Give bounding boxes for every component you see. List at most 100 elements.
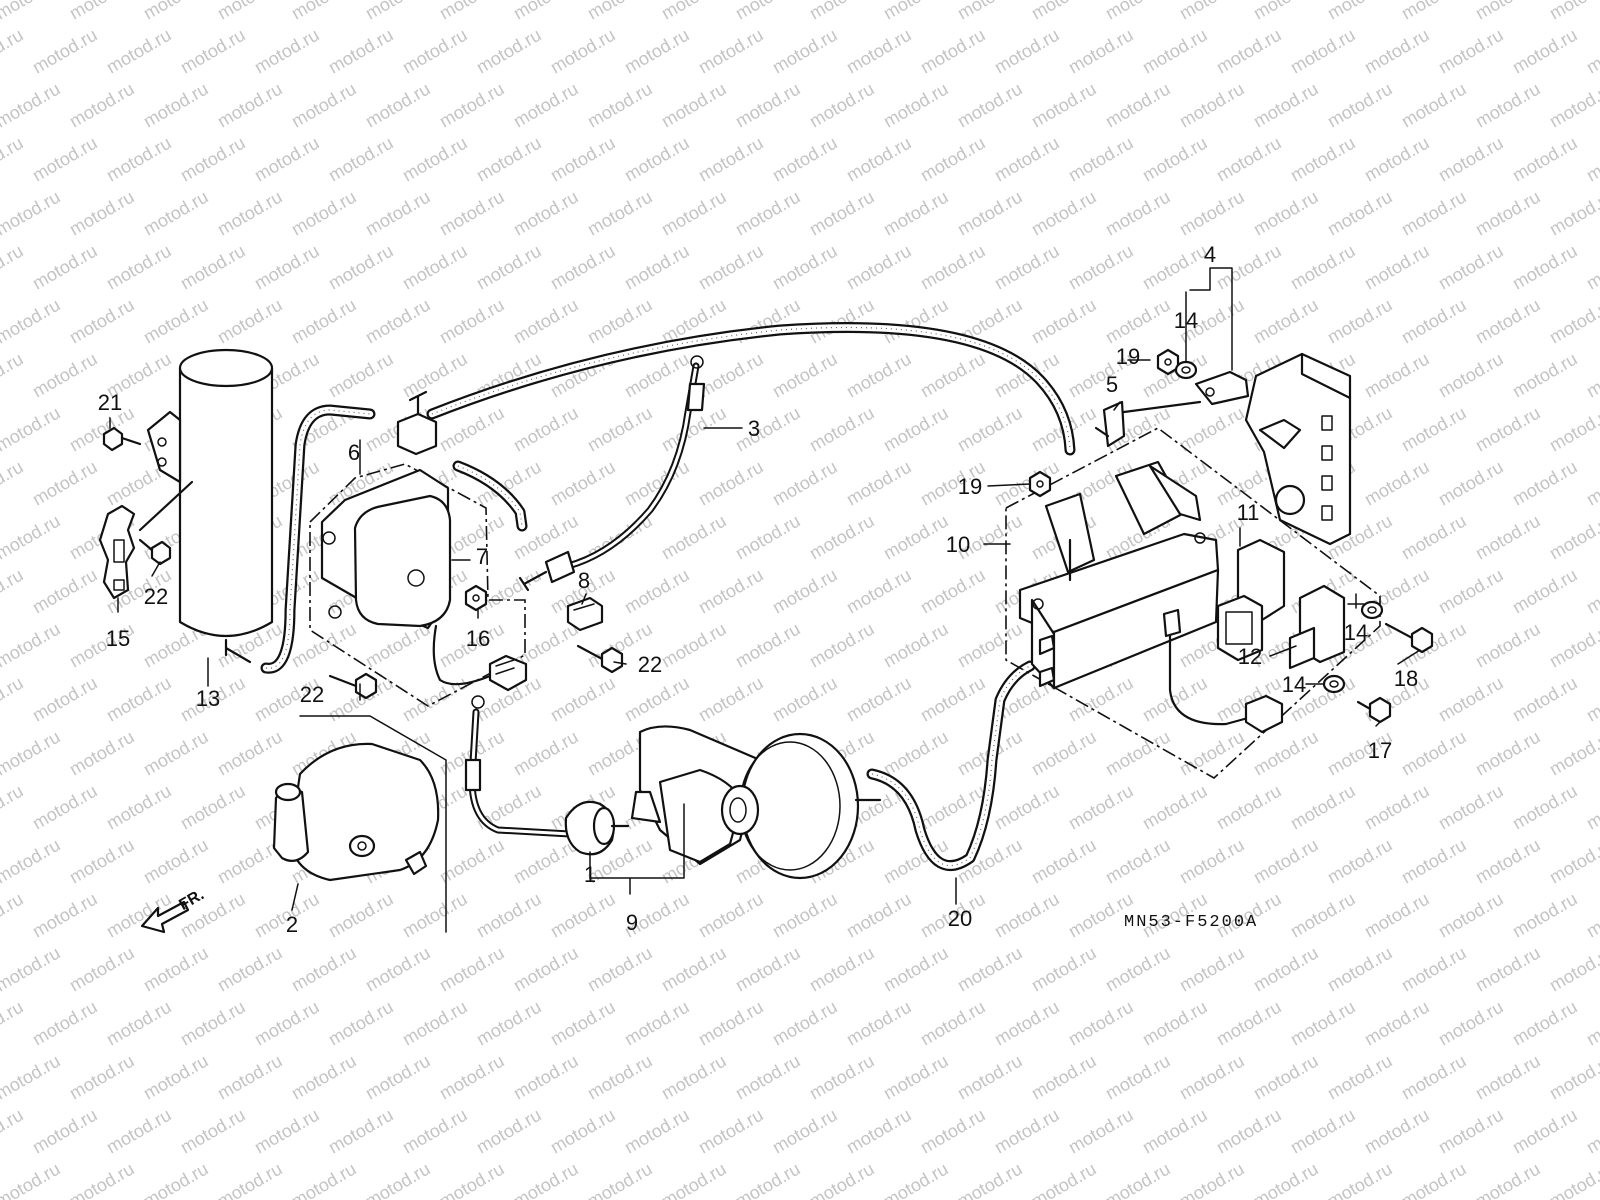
watermark-text: motod.ru xyxy=(251,133,323,186)
watermark-text: motod.ru xyxy=(0,835,64,888)
diagram-code: MN53-F5200A xyxy=(1124,913,1258,932)
watermark-text: motod.ru xyxy=(510,0,582,23)
watermark-text: motod.ru xyxy=(1583,1105,1600,1158)
watermark-text: motod.ru xyxy=(584,0,656,23)
watermark-text: motod.ru xyxy=(29,565,101,618)
watermark-text: motod.ru xyxy=(288,619,360,672)
watermark-text: motod.ru xyxy=(1546,943,1600,996)
watermark-text: motod.ru xyxy=(1509,565,1581,618)
callout-8: 8 xyxy=(578,568,590,593)
watermark-text: motod.ru xyxy=(695,1105,767,1158)
watermark-text: motod.ru xyxy=(1435,241,1507,294)
watermark-text: motod.ru xyxy=(0,997,27,1050)
watermark-text: motod.ru xyxy=(547,1105,619,1158)
watermark-text: motod.ru xyxy=(177,1105,249,1158)
front-direction-arrow-icon xyxy=(140,900,190,934)
watermark-text: motod.ru xyxy=(917,673,989,726)
watermark-text: motod.ru xyxy=(954,1159,1026,1200)
watermark-text: motod.ru xyxy=(0,79,64,132)
watermark-text: motod.ru xyxy=(917,25,989,78)
watermark-text: motod.ru xyxy=(1139,241,1211,294)
watermark-text: motod.ru xyxy=(0,1159,64,1200)
callout-14-lower: 14 xyxy=(1282,672,1306,697)
collar-part-14-upper xyxy=(1174,360,1198,380)
watermark-text: motod.ru xyxy=(1509,673,1581,726)
watermark-text: motod.ru xyxy=(880,187,952,240)
watermark-text: motod.ru xyxy=(621,25,693,78)
watermark-text: motod.ru xyxy=(1065,25,1137,78)
watermark-text: motod.ru xyxy=(1176,79,1248,132)
watermark-text: motod.ru xyxy=(1435,25,1507,78)
watermark-text: motod.ru xyxy=(843,565,915,618)
watermark-text: motod.ru xyxy=(1546,79,1600,132)
callout-20: 20 xyxy=(948,906,972,931)
watermark-text: motod.ru xyxy=(66,295,138,348)
callout-22-lower: 22 xyxy=(300,682,324,707)
watermark-text: motod.ru xyxy=(0,403,64,456)
watermark-text: motod.ru xyxy=(917,241,989,294)
watermark-text: motod.ru xyxy=(1435,457,1507,510)
watermark-text: motod.ru xyxy=(732,619,804,672)
watermark-text: motod.ru xyxy=(1287,1105,1359,1158)
watermark-text: motod.ru xyxy=(1250,79,1322,132)
watermark-text: motod.ru xyxy=(1139,1105,1211,1158)
watermark-text: motod.ru xyxy=(1065,1105,1137,1158)
watermark-text: motod.ru xyxy=(325,997,397,1050)
watermark-text: motod.ru xyxy=(103,25,175,78)
watermark-text: motod.ru xyxy=(695,889,767,942)
watermark-text: motod.ru xyxy=(66,727,138,780)
watermark-text: motod.ru xyxy=(954,79,1026,132)
watermark-text: motod.ru xyxy=(1583,673,1600,726)
watermark-text: motod.ru xyxy=(140,0,212,23)
watermark-text: motod.ru xyxy=(1028,835,1100,888)
watermark-text: motod.ru xyxy=(547,889,619,942)
hose-part-20 xyxy=(866,660,1036,872)
watermark-text: motod.ru xyxy=(29,889,101,942)
watermark-text: motod.ru xyxy=(214,0,286,23)
watermark-text: motod.ru xyxy=(1546,187,1600,240)
watermark-text: motod.ru xyxy=(29,781,101,834)
watermark-text: motod.ru xyxy=(1361,781,1433,834)
watermark-text: motod.ru xyxy=(695,997,767,1050)
watermark-text: motod.ru xyxy=(1509,781,1581,834)
watermark-text: motod.ru xyxy=(1213,25,1285,78)
watermark-text: motod.ru xyxy=(103,997,175,1050)
watermark-text: motod.ru xyxy=(66,943,138,996)
watermark-text: motod.ru xyxy=(1065,133,1137,186)
watermark-text: motod.ru xyxy=(658,0,730,23)
watermark-text: motod.ru xyxy=(1176,1159,1248,1200)
watermark-text: motod.ru xyxy=(806,619,878,672)
watermark-text: motod.ru xyxy=(66,1159,138,1200)
clip-part-8 xyxy=(566,596,604,632)
watermark-text: motod.ru xyxy=(1361,349,1433,402)
watermark-text: motod.ru xyxy=(288,187,360,240)
watermark-text: motod.ru xyxy=(325,1105,397,1158)
watermark-text: motod.ru xyxy=(1065,673,1137,726)
watermark-text: motod.ru xyxy=(325,133,397,186)
watermark-text: motod.ru xyxy=(1398,835,1470,888)
watermark-text: motod.ru xyxy=(806,511,878,564)
watermark-text: motod.ru xyxy=(584,79,656,132)
diaphragm-part-1 xyxy=(564,800,630,856)
watermark-text: motod.ru xyxy=(1509,349,1581,402)
watermark-text: motod.ru xyxy=(0,1051,64,1104)
watermark-text: motod.ru xyxy=(880,403,952,456)
watermark-text: motod.ru xyxy=(1250,0,1322,23)
collar-part-14-mid xyxy=(1360,600,1384,620)
watermark-text: motod.ru xyxy=(584,943,656,996)
watermark-text: motod.ru xyxy=(1398,403,1470,456)
watermark-text: motod.ru xyxy=(954,403,1026,456)
watermark-text: motod.ru xyxy=(917,1105,989,1158)
bolt-part-22-left xyxy=(138,538,172,566)
watermark-text: motod.ru xyxy=(1102,0,1174,23)
nut-part-19-lower xyxy=(1028,470,1052,498)
watermark-text: motod.ru xyxy=(510,943,582,996)
watermark-text: motod.ru xyxy=(510,295,582,348)
watermark-text: motod.ru xyxy=(621,673,693,726)
watermark-text: motod.ru xyxy=(1028,0,1100,23)
bolt-part-18 xyxy=(1384,622,1434,654)
watermark-text: motod.ru xyxy=(991,997,1063,1050)
watermark-text: motod.ru xyxy=(1361,997,1433,1050)
watermark-text: motod.ru xyxy=(1472,835,1544,888)
watermark-text: motod.ru xyxy=(473,889,545,942)
